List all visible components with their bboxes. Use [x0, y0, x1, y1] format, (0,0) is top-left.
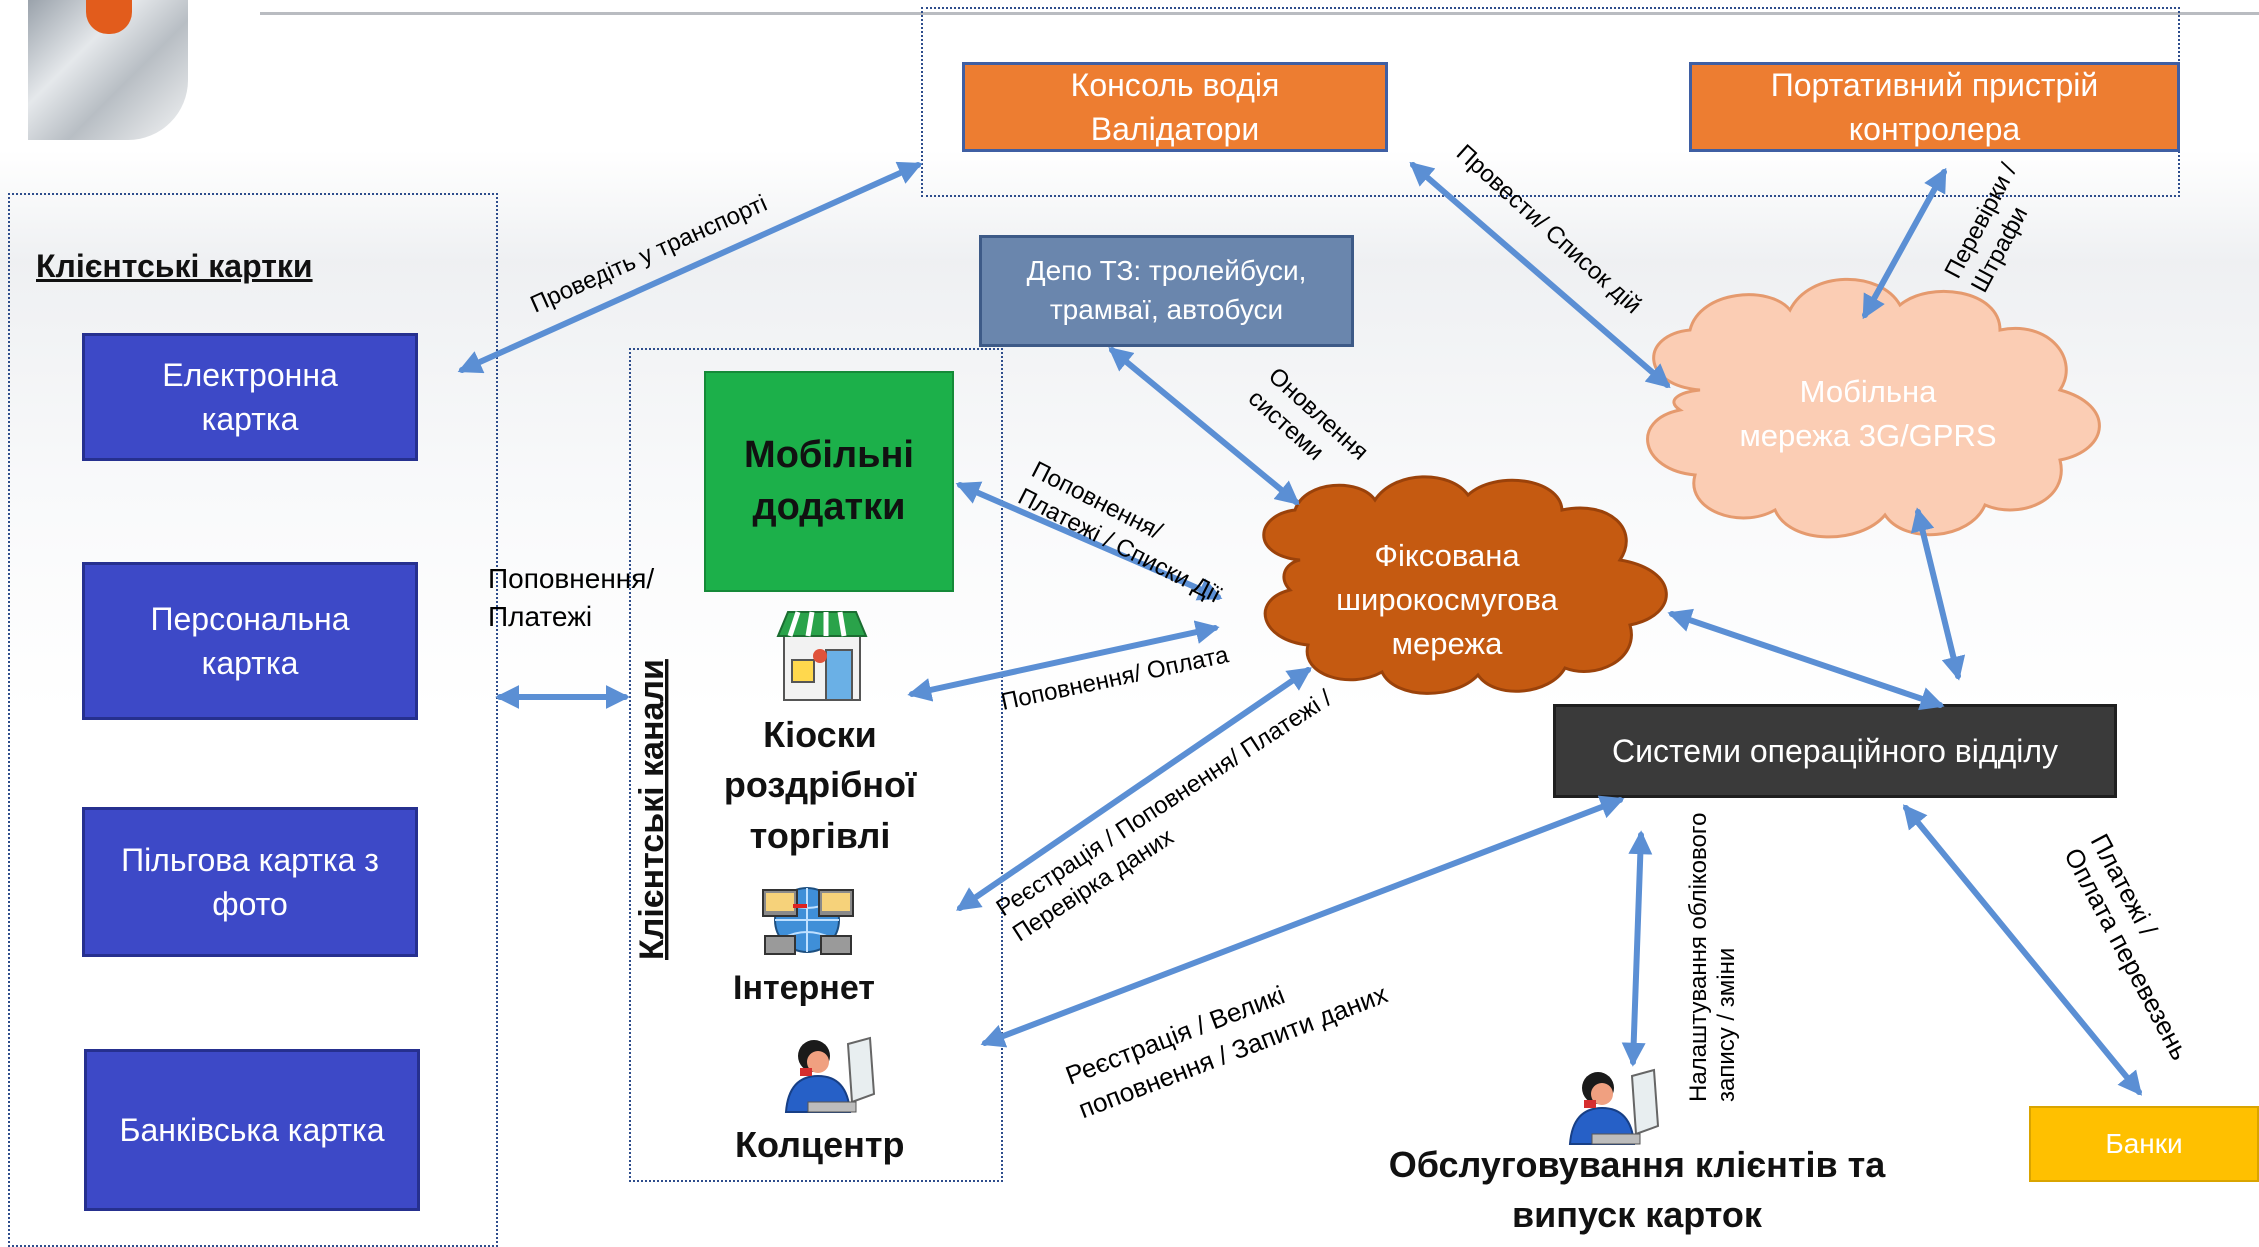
portable-device-label: Портативний пристрій контролера: [1770, 66, 2099, 147]
label-reg-topup-check: Реєстрація / Поповнення/ Платежі /Переві…: [992, 685, 1354, 948]
mobile-apps-box: Мобільні додатки: [704, 371, 954, 592]
card-electronic-label: Електронна картка: [162, 356, 338, 437]
label-reg-big-topups: Реєстрація / Великіпоповнення / Запити д…: [1061, 945, 1391, 1124]
portable-device-box: Портативний пристрій контролера: [1689, 62, 2180, 152]
arrow-apps-fixed: [955, 481, 1223, 601]
client-channels-title: Клієнтські канали: [633, 659, 671, 960]
callcenter-label: Колцентр: [735, 1124, 905, 1165]
arrow-service-backoffice: [1621, 830, 1653, 1067]
kiosk-icon: [776, 611, 868, 701]
internet-icon: [762, 887, 854, 955]
driver-console-box: Консоль водія Валідатори: [962, 62, 1388, 152]
card-personal-label: Персональна картка: [150, 600, 350, 681]
card-electronic: Електронна картка: [82, 333, 418, 461]
driver-console-label: Консоль водія Валідатори: [1070, 66, 1280, 147]
card-benefit-photo-label: Пільгова картка з фото: [121, 841, 379, 922]
client-cards-title: Клієнтські картки: [36, 248, 313, 284]
label-topup-payments: Поповнення/ Платежі: [488, 563, 655, 632]
banks-label: Банки: [2105, 1127, 2183, 1159]
label-swipes-actions: Провести/ Список дій: [1451, 139, 1647, 319]
logo-accent: [86, 0, 132, 34]
arrow-console-mobile: [1409, 161, 1671, 389]
card-personal: Персональна картка: [82, 562, 418, 720]
depot-label: Депо ТЗ: тролейбуси, трамваї, автобуси: [1026, 255, 1307, 325]
backoffice-label: Системи операційного відділу: [1611, 732, 2059, 769]
internet-label: Інтернет: [733, 969, 875, 1007]
label-checks-fines: Перевірки /Штрафи: [1939, 159, 2049, 297]
arrow-backoffice-banks: [1902, 804, 2143, 1096]
service-operator-icon: [1568, 1068, 1660, 1145]
card-bank-label: Банківська картка: [119, 1111, 385, 1148]
client-cards-group: [8, 193, 498, 1247]
banks-box: Банки: [2029, 1106, 2259, 1182]
callcenter-operator-icon: [784, 1036, 876, 1113]
arrow-callcenter-backoffice: [980, 795, 1625, 1048]
mobile-apps-label: Мобільні додатки: [744, 434, 914, 528]
label-system-updates: Оновленнясистеми: [1243, 362, 1374, 488]
label-tap-transport: Проведіть у транспорті: [526, 190, 771, 319]
arrow-mobile-backoffice: [1910, 507, 1966, 681]
arrow-depot-fixed: [1108, 346, 1300, 506]
arrow-cards-transport: [457, 161, 923, 374]
card-bank: Банківська картка: [84, 1049, 420, 1211]
arrow-portable-mobile: [1862, 167, 1947, 320]
arrow-fixed-backoffice: [1667, 608, 1945, 711]
label-account-setup: Налаштування обліковогозапису / зміни: [1685, 813, 1740, 1102]
label-payments-fare: Платежі /Оплата перевезень: [2058, 829, 2222, 1065]
card-benefit-photo: Пільгова картка з фото: [82, 807, 418, 957]
label-topup-payments-lists: Поповнення/Платежі / Списки Дії: [1014, 456, 1240, 609]
depot-box: Депо ТЗ: тролейбуси, трамваї, автобуси: [979, 235, 1354, 347]
logo-image: [28, 0, 188, 140]
backoffice-box: Системи операційного відділу: [1553, 704, 2117, 798]
kiosks-label: Кіоски роздрібної торгівлі: [723, 714, 917, 856]
service-label: Обслуговування клієнтів та випуск карток: [1388, 1144, 1886, 1236]
header-rule: [260, 12, 2259, 15]
